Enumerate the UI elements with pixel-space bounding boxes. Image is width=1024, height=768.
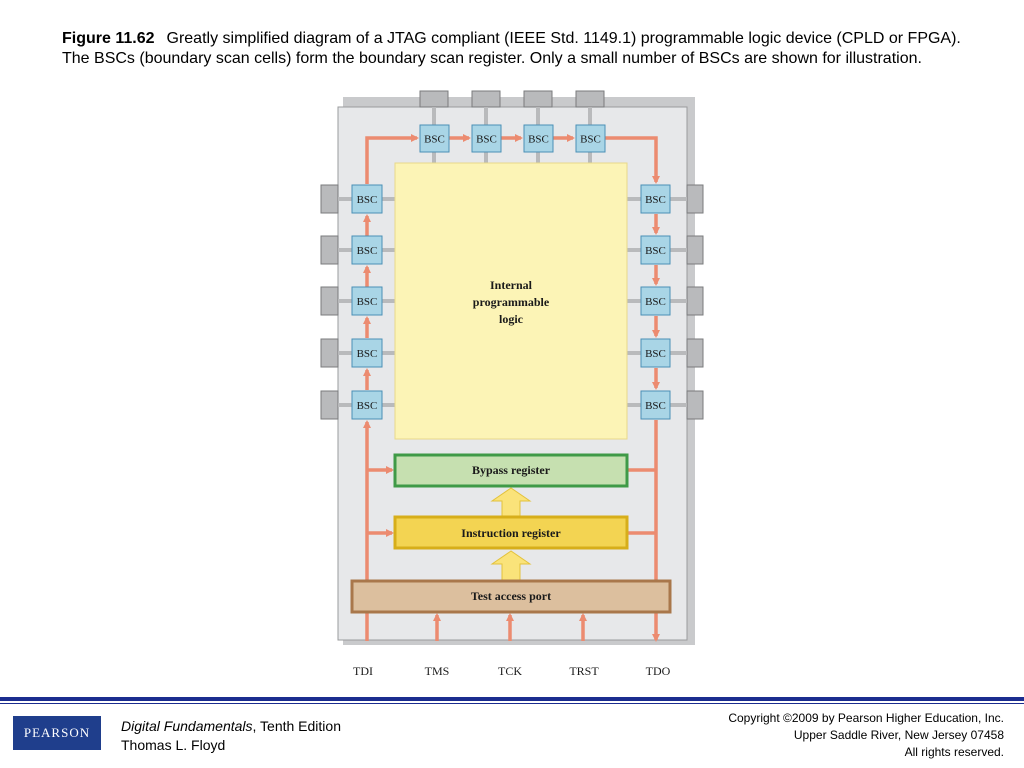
svg-text:BSC: BSC: [357, 348, 378, 360]
internal-logic-block: [394, 162, 628, 440]
pearson-logo: PEARSON: [13, 716, 101, 750]
pin-left-5: [320, 390, 339, 420]
bsc-right-5: BSC: [640, 390, 671, 420]
book-title-line: Digital Fundamentals, Tenth Edition: [121, 717, 341, 736]
book-author: Thomas L. Floyd: [121, 737, 226, 753]
bsc-left-1: BSC: [351, 184, 383, 214]
bsc-right-2: BSC: [640, 235, 671, 265]
bsc-right-3: BSC: [640, 286, 671, 316]
copyright-notice: Copyright ©2009 by Pearson Higher Educat…: [728, 710, 1004, 761]
figure-caption-text: Greatly simplified diagram of a JTAG com…: [62, 30, 961, 67]
svg-text:BSC: BSC: [580, 134, 601, 146]
core-connections: [382, 152, 641, 407]
bsc-top-2: BSC: [471, 124, 502, 153]
package-pins: [320, 90, 704, 420]
bsc-left-3: BSC: [351, 286, 383, 316]
boundary-scan-register: BSC BSC BSC BSC BSC BSC BSC BSC BSC BSC …: [351, 124, 671, 420]
internal-logic-label-line-1: Internal: [490, 278, 533, 292]
internal-logic-label-line-3: logic: [499, 312, 524, 326]
svg-text:BSC: BSC: [424, 134, 445, 146]
pin-right-4: [686, 338, 704, 368]
pin-top-4: [575, 90, 605, 108]
copyright-line-2: Upper Saddle River, New Jersey 07458: [793, 728, 1004, 742]
bsc-right-4: BSC: [640, 338, 671, 368]
footer-rule: [0, 697, 1024, 701]
copyright-line-3: All rights reserved.: [904, 745, 1004, 759]
pin-right-5: [686, 390, 704, 420]
bsc-left-5: BSC: [351, 390, 383, 420]
pin-leads: [338, 107, 687, 407]
test-access-port: [350, 579, 672, 614]
test-access-port-label: Test access port: [471, 589, 551, 603]
bypass-register: [393, 453, 629, 488]
tap-to-instruction-arrow: [490, 550, 532, 581]
svg-text:BSC: BSC: [645, 348, 666, 360]
pin-label-trst: TRST: [569, 664, 599, 678]
figure-label: Figure 11.62: [62, 30, 155, 47]
pin-right-2: [686, 235, 704, 265]
pin-top-1: [419, 90, 449, 108]
svg-text:BSC: BSC: [528, 134, 549, 146]
footer-rule-thin: [0, 703, 1024, 704]
bsc-top-1: BSC: [419, 124, 450, 153]
svg-text:BSC: BSC: [645, 194, 666, 206]
pin-right-3: [686, 286, 704, 316]
svg-text:BSC: BSC: [645, 245, 666, 257]
bsc-right-1: BSC: [640, 184, 671, 214]
pin-right-1: [686, 184, 704, 214]
instruction-to-bypass-arrow: [490, 487, 532, 518]
svg-text:BSC: BSC: [645, 296, 666, 308]
pearson-logo-text: PEARSON: [23, 725, 91, 740]
pin-left-4: [320, 338, 339, 368]
bsc-top-4: BSC: [575, 124, 606, 153]
pin-label-tdo: TDO: [646, 664, 671, 678]
book-edition: , Tenth Edition: [252, 718, 341, 734]
svg-text:BSC: BSC: [357, 400, 378, 412]
instruction-register: [393, 515, 629, 550]
top-right-corner: [604, 136, 660, 184]
bsc-top-3: BSC: [523, 124, 554, 153]
pin-top-2: [471, 90, 501, 108]
top-left-corner: [365, 134, 419, 184]
pin-label-tms: TMS: [425, 664, 450, 678]
svg-text:BSC: BSC: [476, 134, 497, 146]
pin-top-3: [523, 90, 553, 108]
pin-label-tdi: TDI: [353, 664, 373, 678]
svg-text:BSC: BSC: [357, 245, 378, 257]
bypass-register-label: Bypass register: [472, 463, 551, 477]
internal-logic-label-line-2: programmable: [473, 295, 550, 309]
jtag-diagram: Internal programmable logic BSC BSC BSC …: [320, 90, 704, 678]
bsc-left-4: BSC: [351, 338, 383, 368]
instruction-register-label: Instruction register: [461, 526, 561, 540]
book-info: Digital Fundamentals, Tenth Edition Thom…: [121, 717, 341, 755]
copyright-line-1: Copyright ©2009 by Pearson Higher Educat…: [728, 711, 1004, 725]
svg-text:BSC: BSC: [645, 400, 666, 412]
pin-left-2: [320, 235, 339, 265]
book-title: Digital Fundamentals: [121, 718, 253, 734]
pin-label-tck: TCK: [498, 664, 522, 678]
pin-left-1: [320, 184, 339, 214]
pin-left-3: [320, 286, 339, 316]
svg-text:BSC: BSC: [357, 194, 378, 206]
svg-text:BSC: BSC: [357, 296, 378, 308]
bsc-left-2: BSC: [351, 235, 383, 265]
